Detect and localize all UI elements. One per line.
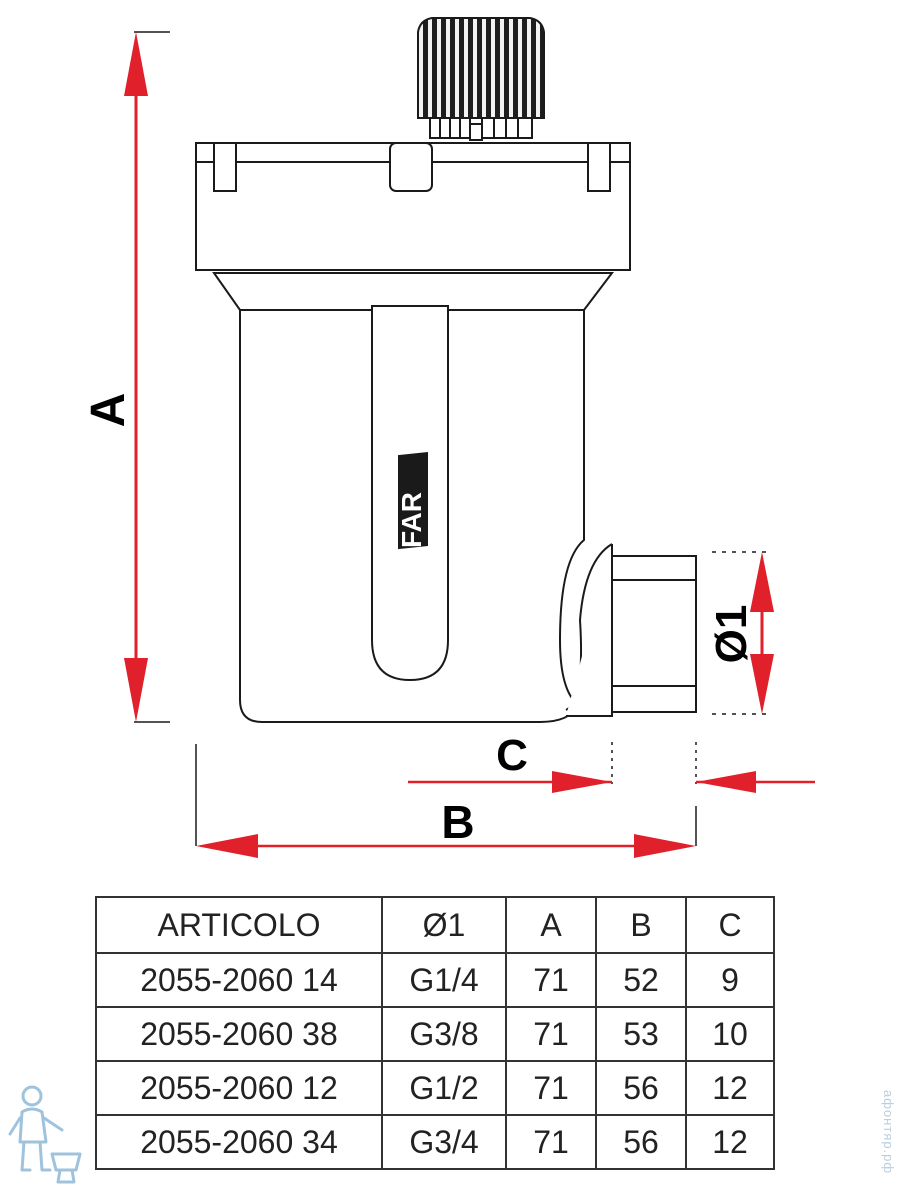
table-row: 2055-2060 38 G3/8 71 53 10: [95, 1006, 775, 1062]
header-b: B: [595, 896, 687, 954]
cell-d1: G1/2: [381, 1060, 507, 1116]
dimension-c: C: [408, 731, 815, 793]
valve-technical-drawing: FAR A Ø1 C: [82, 17, 815, 858]
valve-top-body: [195, 142, 631, 311]
cell-c: 9: [685, 952, 775, 1008]
cell-b: 52: [595, 952, 687, 1008]
knurled-cap: [417, 17, 545, 141]
cell-a: 71: [505, 1060, 597, 1116]
watermark-text: афонтяр.рф: [881, 1090, 896, 1175]
dimension-a: A: [82, 31, 170, 723]
cell-a: 71: [505, 1006, 597, 1062]
dimension-d1-label: Ø1: [707, 605, 756, 664]
cell-a: 71: [505, 1114, 597, 1170]
cell-d1: G3/8: [381, 1006, 507, 1062]
far-logo: FAR: [396, 452, 428, 550]
cell-articolo: 2055-2060 34: [95, 1114, 383, 1170]
dimension-b: B: [195, 744, 697, 858]
cell-articolo: 2055-2060 12: [95, 1060, 383, 1116]
dimension-d1: Ø1: [707, 551, 774, 715]
cell-articolo: 2055-2060 14: [95, 952, 383, 1008]
spec-table: ARTICOLO Ø1 A B C 2055-2060 14 G1/4 71 5…: [95, 896, 775, 1170]
side-connection: [566, 544, 697, 717]
cell-articolo: 2055-2060 38: [95, 1006, 383, 1062]
cell-d1: G3/4: [381, 1114, 507, 1170]
dimension-b-label: B: [441, 796, 474, 848]
plumber-mascot-icon: [8, 1085, 82, 1184]
cell-c: 12: [685, 1114, 775, 1170]
table-row: 2055-2060 12 G1/2 71 56 12: [95, 1060, 775, 1116]
table-header-row: ARTICOLO Ø1 A B C: [95, 896, 775, 954]
header-c: C: [685, 896, 775, 954]
cell-c: 12: [685, 1060, 775, 1116]
table-row: 2055-2060 34 G3/4 71 56 12: [95, 1114, 775, 1170]
cell-c: 10: [685, 1006, 775, 1062]
cell-b: 56: [595, 1060, 687, 1116]
cell-b: 53: [595, 1006, 687, 1062]
header-d1: Ø1: [381, 896, 507, 954]
cell-d1: G1/4: [381, 952, 507, 1008]
cell-a: 71: [505, 952, 597, 1008]
dimension-a-label: A: [82, 393, 135, 428]
dimension-c-label: C: [496, 731, 528, 780]
svg-text:FAR: FAR: [396, 492, 427, 548]
table-row: 2055-2060 14 G1/4 71 52 9: [95, 952, 775, 1008]
cell-b: 56: [595, 1114, 687, 1170]
header-a: A: [505, 896, 597, 954]
header-articolo: ARTICOLO: [95, 896, 383, 954]
